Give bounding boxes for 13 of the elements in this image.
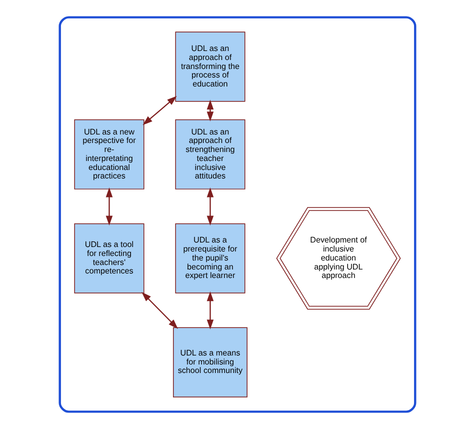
node-box: UDL as a prerequisite for the pupil's becoming an expert learner	[174, 223, 245, 294]
arrow	[206, 291, 214, 330]
cluster	[58, 16, 416, 413]
node-box: UDL as an approach of strengthening teacher inclusive attitudes	[174, 119, 245, 190]
arrow	[105, 187, 112, 226]
arrow	[206, 100, 214, 122]
node-box: UDL as a means for mobilising school community	[172, 327, 247, 398]
node-box: UDL as a new perspective for re-interpretating educational practices	[74, 119, 144, 190]
node-box: UDL as a tool for reflecting teachers' competences	[74, 223, 144, 294]
arrow	[142, 96, 176, 126]
arrow	[206, 187, 214, 226]
node-box: UDL as an approach of transforming the process of education	[174, 32, 245, 102]
arrow	[141, 292, 178, 329]
